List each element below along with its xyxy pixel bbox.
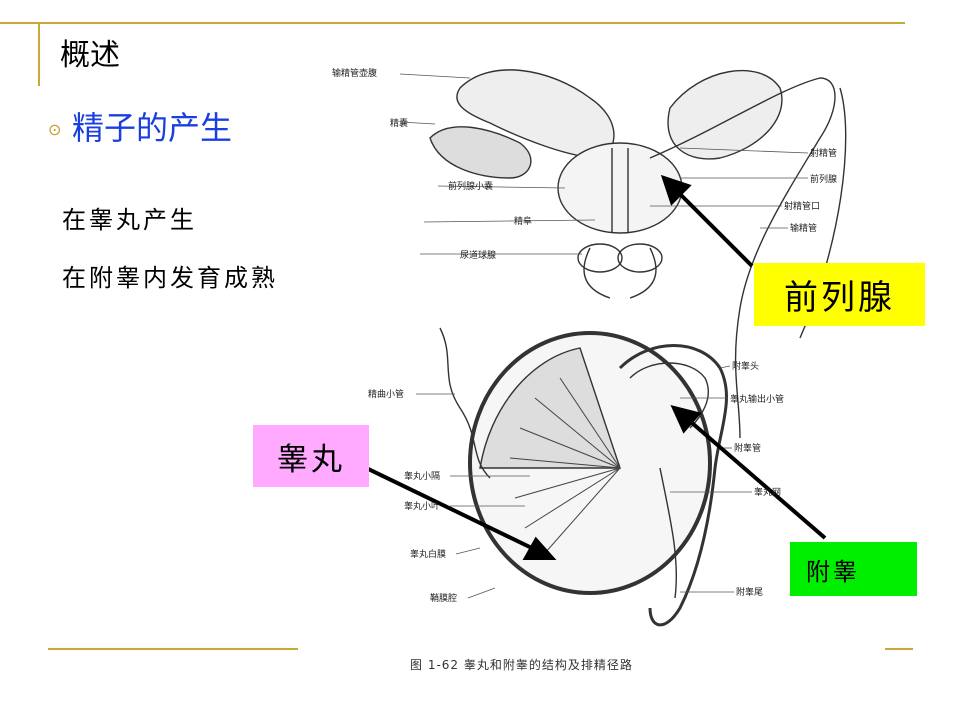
- bullet-icon: ⊙: [48, 120, 62, 139]
- epididymis-shape: [618, 344, 728, 627]
- label-efferent-ductules: 睾丸输出小管: [730, 393, 784, 405]
- callout-testis-label: 睾丸: [277, 441, 345, 478]
- figure-caption: 图 1-62 睾丸和附睾的结构及排精径路: [410, 658, 633, 672]
- prostate-shape: [557, 142, 683, 234]
- callout-epididymis: 附睾: [790, 542, 917, 596]
- callout-epididymis-label: 附睾: [806, 557, 860, 586]
- anatomy-diagram: 输精管壶腹 精囊 前列腺小囊 精阜 尿道球腺 射精管 前列腺 射精管口 输精管 …: [332, 67, 847, 627]
- label-prostate: 前列腺: [810, 173, 837, 185]
- label-colliculus: 精阜: [514, 215, 532, 227]
- left-rule: [38, 24, 40, 86]
- slide-subtitle: 精子的产生: [72, 109, 233, 147]
- epididymis-arrow: [682, 414, 827, 540]
- label-seminiferous: 精曲小管: [368, 388, 404, 400]
- body-line-2: 在附睾内发育成熟: [62, 264, 278, 292]
- prostate-arrowhead: [660, 174, 692, 206]
- label-ejaculatory-orifice: 射精管口: [784, 200, 820, 212]
- label-lobules: 睾丸小叶: [404, 500, 440, 512]
- slide-title: 概述: [60, 38, 120, 73]
- bottom-rule-left: [48, 648, 298, 650]
- label-albuginea: 睾丸白膜: [410, 548, 446, 560]
- seminal-vesicle-right: [667, 69, 783, 160]
- body-line-1: 在睾丸产生: [62, 206, 197, 234]
- prostate-arrow: [672, 186, 754, 268]
- label-vaginal-cavity: 鞘膜腔: [430, 592, 457, 604]
- testis-arrow: [359, 463, 539, 553]
- label-seminal-vesicle: 精囊: [390, 117, 408, 129]
- label-prostatic-utricle: 前列腺小囊: [448, 180, 493, 192]
- seminiferous-tubule-line: [439, 327, 491, 479]
- callout-prostate-label: 前列腺: [784, 278, 895, 318]
- top-rule: [0, 22, 905, 24]
- label-mediastinum: 睾丸网: [754, 486, 781, 498]
- testis-arrowhead: [522, 536, 557, 560]
- callout-prostate: 前列腺: [754, 263, 925, 326]
- label-epididymal-duct: 附睾管: [734, 442, 761, 454]
- label-vas-deferens: 输精管: [790, 222, 817, 234]
- label-bulbourethral: 尿道球腺: [460, 249, 496, 261]
- label-ejaculatory-duct: 射精管: [810, 147, 837, 159]
- seminal-vesicle-lower-left: [429, 126, 532, 179]
- label-ampulla: 输精管壶腹: [332, 67, 377, 79]
- label-tail-epididymis: 附睾尾: [736, 586, 763, 598]
- epididymis-arrowhead: [670, 405, 702, 434]
- label-head-epididymis: 附睾头: [732, 360, 759, 372]
- bottom-rule-right: [885, 648, 913, 650]
- callout-testis: 睾丸: [253, 425, 369, 487]
- label-septa: 睾丸小隔: [404, 470, 440, 482]
